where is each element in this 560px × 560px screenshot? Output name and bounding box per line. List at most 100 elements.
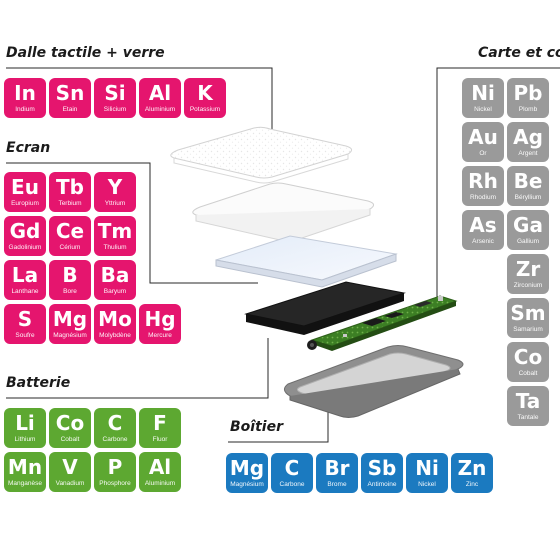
element-symbol: Zn: [457, 456, 487, 480]
element-name: Zirconium: [513, 282, 543, 289]
element-name: Béryllium: [514, 194, 542, 201]
element-symbol: Sm: [510, 301, 546, 325]
element-symbol: Tm: [97, 219, 133, 243]
element-symbol: Br: [324, 456, 350, 480]
element-name: Aluminium: [144, 106, 176, 113]
element-name: Thulium: [103, 244, 127, 251]
element-name: Cobalt: [60, 436, 80, 443]
element-symbol: Ga: [513, 213, 543, 237]
element-symbol: C: [284, 456, 300, 480]
element-name: Or: [479, 150, 487, 157]
leader-line-board: [436, 67, 560, 298]
section-label-touch: Dalle tactile + verre: [6, 45, 165, 61]
section-label-case: Boîtier: [230, 419, 283, 435]
section-label-screen: Ecran: [6, 140, 51, 156]
element-name: Silicium: [103, 106, 127, 113]
element-symbol: Rh: [468, 169, 498, 193]
leader-line-battery: [6, 338, 269, 399]
element-name: Aluminium: [144, 480, 176, 487]
element-name: Yttrium: [104, 200, 126, 207]
leader-line-touch: [6, 67, 273, 130]
leader-lines: [6, 67, 560, 443]
element-symbol: Sb: [367, 456, 397, 480]
element-name: Gadolinium: [8, 244, 42, 251]
element-symbol: C: [107, 411, 123, 435]
element-symbol: Mn: [7, 455, 43, 479]
element-symbol: Zr: [515, 257, 541, 281]
element-symbol: Eu: [11, 175, 39, 199]
section-label-board: Carte et co: [478, 45, 560, 61]
element-name: Baryum: [103, 288, 127, 295]
element-name: Vanadium: [55, 480, 85, 487]
element-symbol: Ba: [100, 263, 130, 287]
element-name: Lithium: [14, 436, 36, 443]
element-name: Antimoine: [367, 481, 397, 488]
element-symbol: P: [107, 455, 123, 479]
element-name: Carbone: [102, 436, 128, 443]
element-symbol: Ni: [415, 456, 439, 480]
element-symbol: Y: [107, 175, 123, 199]
element-symbol: Ce: [55, 219, 85, 243]
element-symbol: K: [197, 81, 213, 105]
element-symbol: Mo: [98, 307, 132, 331]
element-name: Zinc: [465, 481, 479, 488]
element-name: Lanthane: [11, 288, 39, 295]
element-name: Carbone: [279, 481, 305, 488]
element-name: Cérium: [59, 244, 81, 251]
element-name: Fluor: [152, 436, 168, 443]
element-symbol: As: [469, 213, 497, 237]
element-name: Etain: [62, 106, 78, 113]
element-symbol: Al: [148, 81, 172, 105]
element-symbol: Tb: [56, 175, 84, 199]
element-symbol: Be: [513, 169, 543, 193]
element-name: Argent: [518, 150, 538, 157]
element-name: Rhodium: [469, 194, 496, 201]
element-name: Soufre: [15, 332, 35, 339]
case-tray: [284, 345, 464, 418]
element-symbol: F: [153, 411, 167, 435]
element-symbol: B: [62, 263, 78, 287]
display-layer: [215, 235, 398, 281]
element-symbol: In: [14, 81, 36, 105]
touch-panel-layer: [170, 126, 352, 179]
leader-line-case: [228, 405, 329, 443]
element-name: Brome: [327, 481, 347, 488]
element-name: Magnésium: [230, 481, 264, 488]
element-symbol: Hg: [144, 307, 176, 331]
element-name: Nickel: [474, 106, 492, 113]
element-name: Gallium: [516, 238, 540, 245]
element-symbol: La: [11, 263, 39, 287]
element-name: Manganèse: [8, 480, 42, 487]
element-name: Phosphore: [99, 480, 131, 487]
